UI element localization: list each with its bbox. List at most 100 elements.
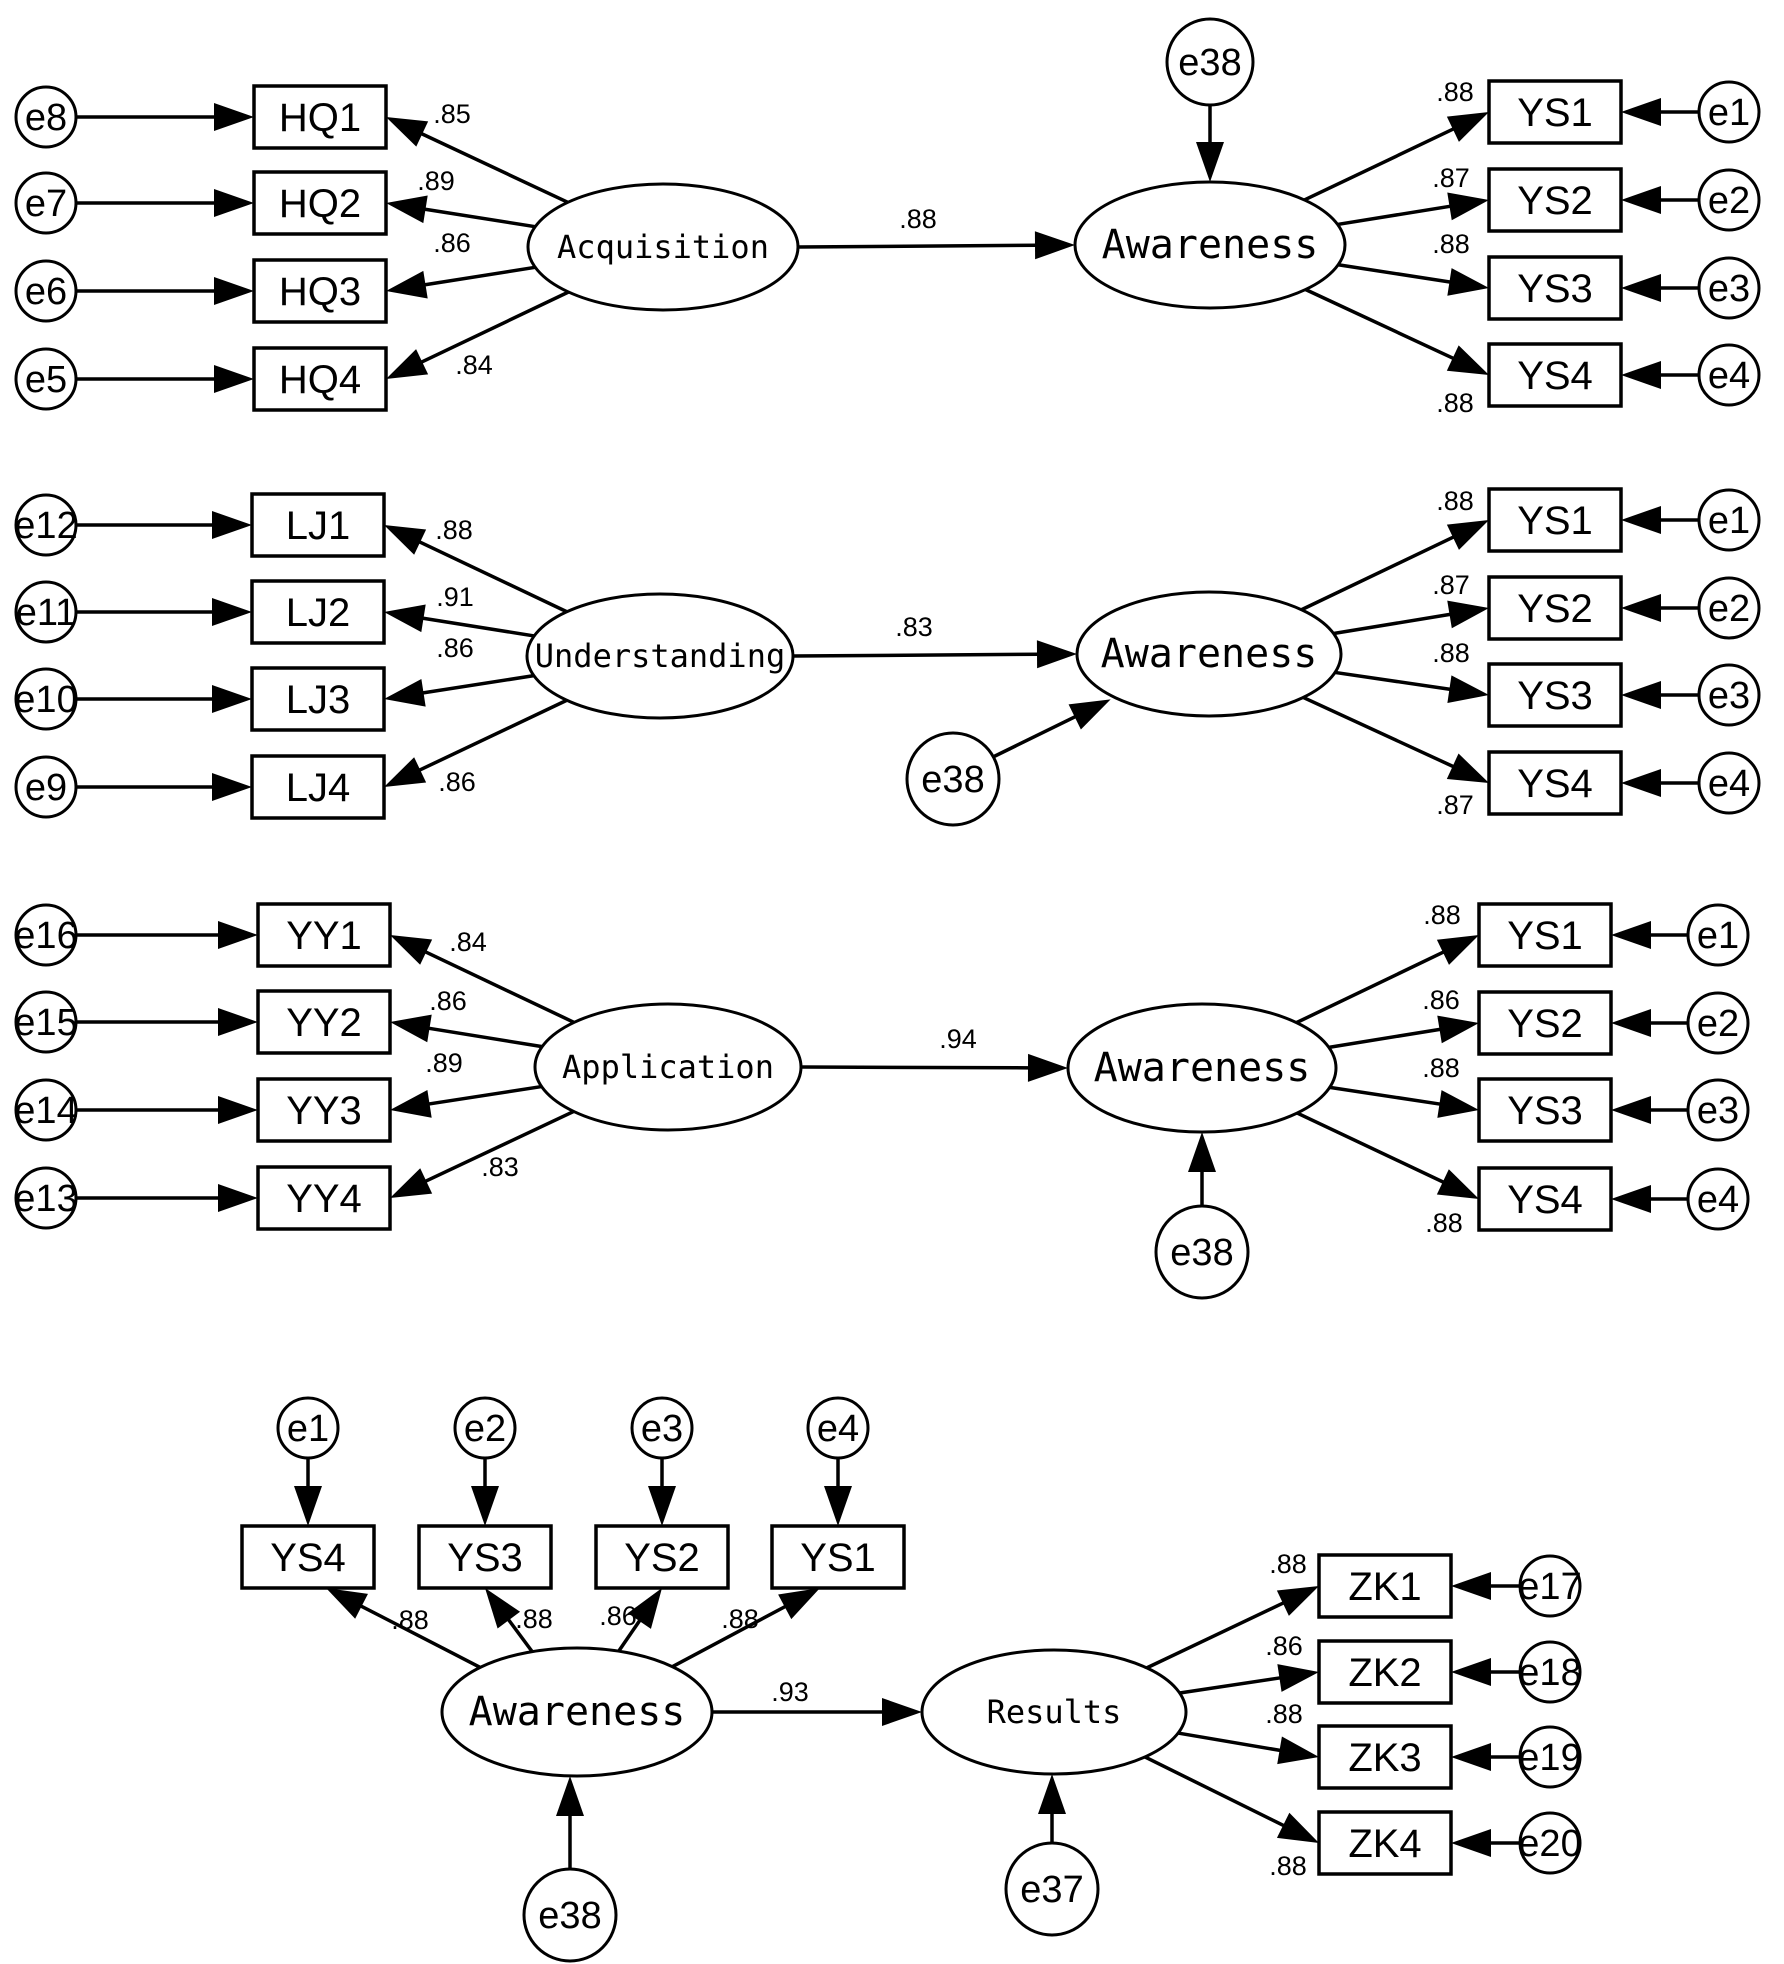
panel2-disturbance: [905, 731, 1001, 827]
panel2-error-arrow-left-2: [76, 598, 252, 626]
bottom-indicator-top-1-label: YS4: [270, 1536, 346, 1580]
bottom-error-arrow-right-4: [1451, 1829, 1520, 1857]
panel3-loading-arrow-right-4: [1296, 1111, 1479, 1199]
panel3-error-left-1-label: e16: [14, 915, 77, 957]
panel2-error-arrow-right-4: [1621, 769, 1699, 797]
panel1-error-left-3: [14, 259, 78, 323]
panel3-error-right-2-label: e2: [1697, 1003, 1739, 1045]
bottom-error-right-2-label: e18: [1518, 1652, 1581, 1694]
panel1-error-arrow-left-3: [76, 277, 254, 305]
panel2-loading-left-3: .86: [436, 633, 474, 663]
panel2-error-right-3-label: e3: [1708, 675, 1750, 717]
bottom-error-top-2-label: e2: [464, 1408, 506, 1450]
panel3-error-arrow-left-3: [76, 1096, 258, 1124]
bottom-loading-right-2: .86: [1265, 1631, 1303, 1661]
panel2-loading-left-2: .91: [436, 582, 474, 612]
bottom-loading-right-1: .88: [1269, 1549, 1307, 1579]
panel2-loading-right-1: .88: [1436, 486, 1474, 516]
bottom-loading-arrow-top-3: [617, 1588, 662, 1653]
panel2-error-left-2: [14, 580, 78, 644]
panel3-loading-right-1: .88: [1423, 900, 1461, 930]
panel3-indicator-left-2-label: YY2: [286, 1001, 362, 1045]
panel2-indicator-left-1-label: LJ1: [286, 504, 351, 548]
panel1-indicator-left-4-label: HQ4: [279, 358, 361, 402]
panel1-predictor-latent: [526, 182, 800, 312]
panel3-loading-right-4: .88: [1425, 1208, 1463, 1238]
panel3-error-arrow-right-1: [1611, 921, 1688, 949]
panel1-loading-arrow-left-2: [386, 195, 536, 229]
panel3-error-right-3-label: e3: [1697, 1090, 1739, 1132]
panel3-error-right-4: [1686, 1167, 1750, 1231]
panel2-indicator-left-1: [250, 492, 386, 558]
panel1-structural-arrow: [797, 231, 1075, 260]
panel3-error-left-1: [14, 903, 78, 967]
panel3-error-left-3: [14, 1078, 78, 1142]
panel2-loading-arrow-left-1: [384, 525, 568, 614]
panel2-error-right-3: [1697, 663, 1761, 727]
bottom-error-top-2: [453, 1396, 517, 1460]
panel3-error-arrow-left-2: [76, 1008, 258, 1036]
panel1-error-left-4-label: e5: [25, 359, 67, 401]
panel1-path-coefficient: .88: [899, 204, 937, 234]
panel1-error-arrow-right-1: [1621, 98, 1699, 126]
bottom-error-top-1: [276, 1396, 340, 1460]
panel2-error-arrow-right-1: [1621, 506, 1699, 534]
panel1-error-right-1-label: e1: [1708, 92, 1750, 134]
panel2-loading-arrow-right-1: [1300, 520, 1489, 612]
bottom-error-top-3-label: e3: [641, 1408, 683, 1450]
panel3-loading-arrow-right-2: [1328, 1015, 1479, 1050]
bottom-indicator-right-3: [1317, 1724, 1453, 1790]
panel1-disturbance: [1165, 17, 1255, 107]
bottom-loading-top-3: .86: [599, 1601, 637, 1631]
panel1-indicator-left-1: [252, 84, 388, 150]
bottom-indicator-right-4-label: ZK4: [1348, 1822, 1421, 1866]
panel1-loading-arrow-right-3: [1337, 263, 1489, 296]
panel3-loading-left-3: .89: [425, 1048, 463, 1078]
panel3-error-left-4: [14, 1166, 78, 1230]
bottom-indicator-right-1: [1317, 1553, 1453, 1619]
panel2-loading-arrow-left-2: [384, 604, 535, 638]
bottom-outcome-disturbance: [1004, 1841, 1100, 1937]
panel2-outcome-latent: [1075, 590, 1343, 718]
panel2-error-left-1-label: e12: [14, 505, 77, 547]
bottom-error-right-3: [1518, 1725, 1582, 1789]
panel3-error-arrow-left-1: [76, 921, 258, 949]
panel3-loading-right-3: .88: [1422, 1053, 1460, 1083]
panel3-indicator-right-3-label: YS3: [1507, 1089, 1583, 1133]
panel3-error-left-3-label: e14: [14, 1090, 77, 1132]
panel1-error-left-2-label: e7: [25, 183, 67, 225]
panel3-error-left-4-label: e13: [14, 1178, 77, 1220]
panel3-loading-arrow-left-1: [390, 935, 575, 1024]
bottom-outcome-latent: [920, 1648, 1188, 1776]
panel2-error-left-3: [14, 667, 78, 731]
panel2-indicator-left-2-label: LJ2: [286, 591, 351, 635]
panel2-loading-right-4: .87: [1436, 790, 1474, 820]
panel2-error-right-4-label: e4: [1708, 763, 1750, 805]
panel2-predictor-latent: [525, 592, 795, 720]
panel1-indicator-right-3-label: YS3: [1517, 267, 1593, 311]
panel2-indicator-left-3-label: LJ3: [286, 678, 351, 722]
panel2-indicator-right-4-label: YS4: [1517, 762, 1593, 806]
panel3-indicator-right-1-label: YS1: [1507, 914, 1583, 958]
bottom-indicator-top-4-label: YS1: [800, 1536, 876, 1580]
panel2-error-right-2: [1697, 576, 1761, 640]
panel1-error-arrow-left-1: [76, 103, 254, 131]
bottom-loading-arrow-top-4: [671, 1588, 820, 1669]
panel2-indicator-left-4-label: LJ4: [286, 766, 351, 810]
panel3-indicator-left-1: [256, 902, 392, 968]
panel3-indicator-left-3: [256, 1077, 392, 1143]
panel1-loading-arrow-right-4: [1304, 287, 1489, 375]
panel3-outcome-latent: [1066, 1002, 1338, 1134]
panel1-loading-arrow-right-1: [1303, 112, 1489, 202]
bottom-indicator-top-3: [594, 1524, 730, 1590]
panel2-error-right-2-label: e2: [1708, 588, 1750, 630]
panel1-error-left-1: [14, 85, 78, 149]
panel1-indicator-left-3-label: HQ3: [279, 270, 361, 314]
panel3-loading-left-2: .86: [429, 986, 467, 1016]
bottom-indicator-right-4: [1317, 1810, 1453, 1876]
bottom-loading-arrow-top-2: [485, 1588, 534, 1653]
panel3-predictor-latent: [533, 1002, 803, 1132]
panel3-indicator-left-1-label: YY1: [286, 914, 362, 958]
panel3-disturbance-arrow: [1188, 1132, 1216, 1206]
